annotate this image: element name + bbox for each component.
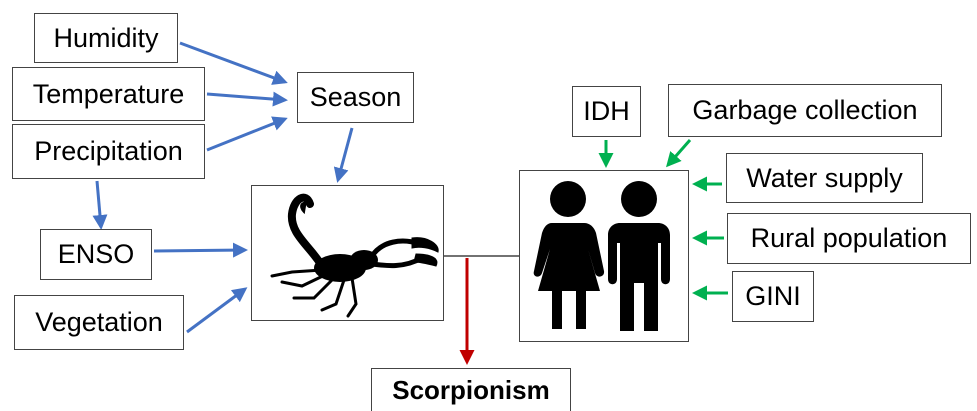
arrow-vegetation-scorpion bbox=[187, 289, 245, 332]
garbage-collection-label: Garbage collection bbox=[692, 95, 917, 126]
rural-population-box: Rural population bbox=[727, 213, 971, 264]
enso-box: ENSO bbox=[40, 229, 152, 280]
precipitation-box: Precipitation bbox=[12, 124, 205, 179]
arrow-season-scorpion bbox=[338, 128, 352, 180]
precipitation-label: Precipitation bbox=[34, 136, 183, 167]
garbage-collection-box: Garbage collection bbox=[668, 84, 942, 137]
arrow-garbage bbox=[668, 140, 690, 165]
humidity-label: Humidity bbox=[53, 23, 158, 54]
season-label: Season bbox=[310, 82, 402, 113]
arrow-temperature-season bbox=[207, 94, 285, 100]
scorpion-panel bbox=[251, 185, 444, 321]
arrow-precipitation-season bbox=[207, 119, 285, 150]
people-icons bbox=[520, 171, 688, 341]
man-icon bbox=[608, 181, 670, 331]
scorpion-icon bbox=[252, 186, 443, 320]
arrow-enso-scorpion bbox=[154, 250, 245, 251]
scorpionism-box: Scorpionism bbox=[371, 368, 571, 411]
woman-icon bbox=[534, 181, 604, 329]
rural-population-label: Rural population bbox=[751, 223, 948, 254]
vegetation-box: Vegetation bbox=[14, 295, 184, 350]
water-supply-label: Water supply bbox=[746, 163, 903, 194]
humidity-box: Humidity bbox=[34, 13, 178, 63]
arrow-precipitation-enso bbox=[97, 181, 101, 227]
water-supply-box: Water supply bbox=[726, 153, 923, 203]
temperature-label: Temperature bbox=[33, 79, 185, 110]
scorpionism-label: Scorpionism bbox=[392, 375, 549, 406]
idh-box: IDH bbox=[572, 86, 641, 137]
enso-label: ENSO bbox=[58, 239, 135, 270]
season-box: Season bbox=[297, 72, 414, 123]
temperature-box: Temperature bbox=[12, 67, 205, 121]
gini-label: GINI bbox=[745, 281, 801, 312]
gini-box: GINI bbox=[732, 271, 814, 322]
vegetation-label: Vegetation bbox=[35, 307, 163, 338]
idh-label: IDH bbox=[583, 96, 630, 127]
people-panel bbox=[519, 170, 689, 342]
